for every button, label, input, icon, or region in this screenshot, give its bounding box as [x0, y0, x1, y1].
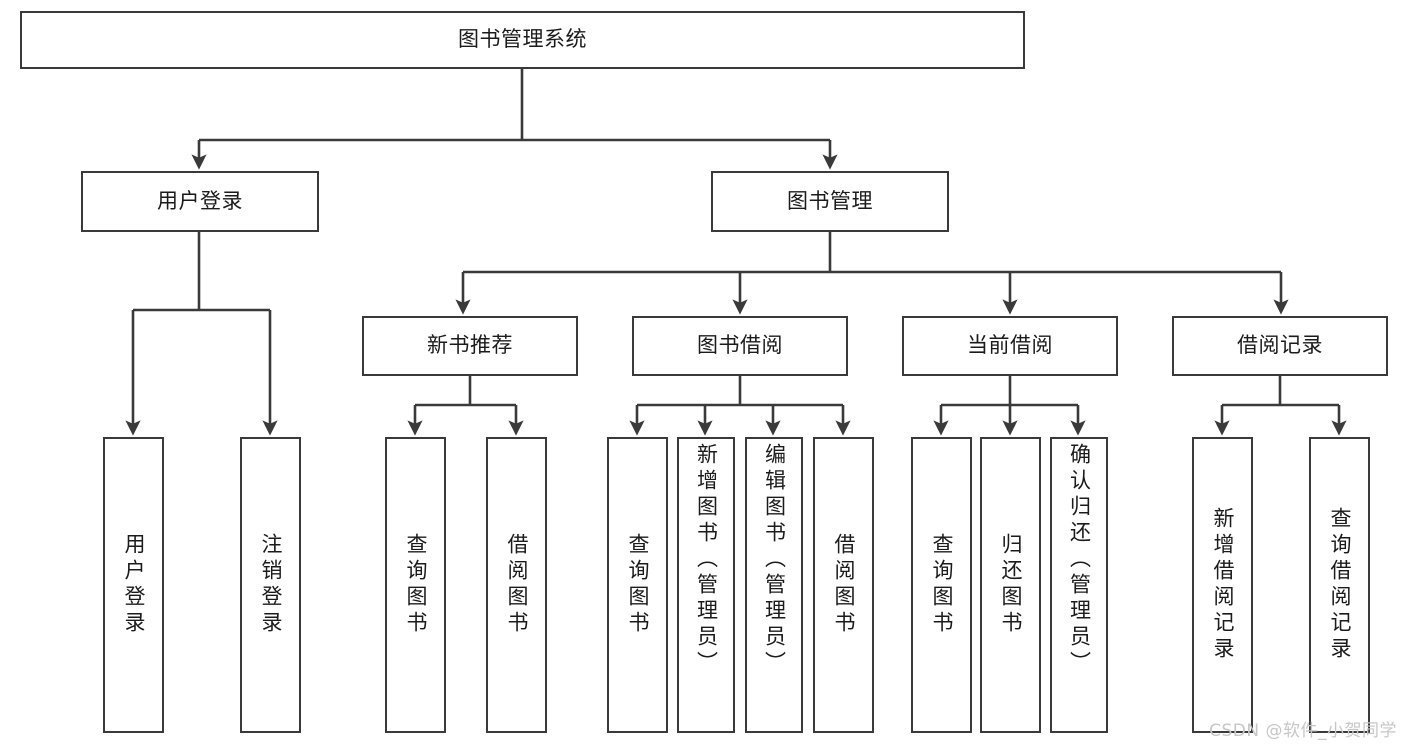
node-leaf-borrow-book-1-label: 借阅图书: [505, 533, 529, 637]
node-leaf-query-book-3[interactable]: 查询图书: [911, 437, 972, 733]
node-leaf-logout[interactable]: 注销登录: [240, 437, 301, 733]
node-current-borrow-label: 当前借阅: [967, 333, 1053, 358]
node-borrow-record[interactable]: 借阅记录: [1172, 316, 1388, 376]
node-leaf-user-login-label: 用户登录: [122, 533, 146, 637]
node-root[interactable]: 图书管理系统: [20, 11, 1025, 69]
node-leaf-user-login[interactable]: 用户登录: [103, 437, 164, 733]
node-user-login-label: 用户登录: [157, 188, 243, 213]
node-leaf-logout-label: 注销登录: [259, 533, 283, 637]
node-book-borrow-label: 图书借阅: [697, 333, 783, 358]
node-leaf-add-record-label: 新增借阅记录: [1211, 507, 1235, 663]
node-leaf-query-record[interactable]: 查询借阅记录: [1309, 437, 1370, 733]
node-leaf-borrow-book-1[interactable]: 借阅图书: [486, 437, 547, 733]
node-book-management-label: 图书管理: [787, 188, 873, 213]
node-new-book-recommend[interactable]: 新书推荐: [362, 316, 578, 376]
node-leaf-query-book-2-label: 查询图书: [626, 533, 650, 637]
node-leaf-query-book-2[interactable]: 查询图书: [607, 437, 668, 733]
node-book-borrow[interactable]: 图书借阅: [632, 316, 848, 376]
node-leaf-borrow-book-2[interactable]: 借阅图书: [813, 437, 874, 733]
node-leaf-add-record[interactable]: 新增借阅记录: [1192, 437, 1253, 733]
node-leaf-return-book[interactable]: 归还图书: [980, 437, 1041, 733]
node-leaf-query-book-1[interactable]: 查询图书: [385, 437, 446, 733]
node-borrow-record-label: 借阅记录: [1237, 333, 1323, 358]
watermark: CSDN @软件_小贺同学: [1209, 721, 1397, 741]
node-leaf-confirm-return-label: 确认归还（管理员）: [1067, 443, 1092, 677]
node-new-book-recommend-label: 新书推荐: [427, 333, 513, 358]
node-leaf-add-book-label: 新增图书（管理员）: [694, 443, 719, 677]
node-book-management[interactable]: 图书管理: [711, 171, 949, 232]
node-leaf-edit-book[interactable]: 编辑图书（管理员）: [745, 437, 803, 733]
node-leaf-query-book-1-label: 查询图书: [404, 533, 428, 637]
node-leaf-add-book[interactable]: 新增图书（管理员）: [677, 437, 735, 733]
node-leaf-borrow-book-2-label: 借阅图书: [832, 533, 856, 637]
node-leaf-return-book-label: 归还图书: [999, 533, 1023, 637]
node-leaf-query-record-label: 查询借阅记录: [1328, 507, 1352, 663]
node-leaf-edit-book-label: 编辑图书（管理员）: [762, 443, 787, 677]
node-user-login[interactable]: 用户登录: [81, 171, 319, 232]
node-current-borrow[interactable]: 当前借阅: [902, 316, 1118, 376]
node-root-label: 图书管理系统: [458, 27, 587, 52]
node-leaf-confirm-return[interactable]: 确认归还（管理员）: [1050, 437, 1108, 733]
node-leaf-query-book-3-label: 查询图书: [930, 533, 954, 637]
